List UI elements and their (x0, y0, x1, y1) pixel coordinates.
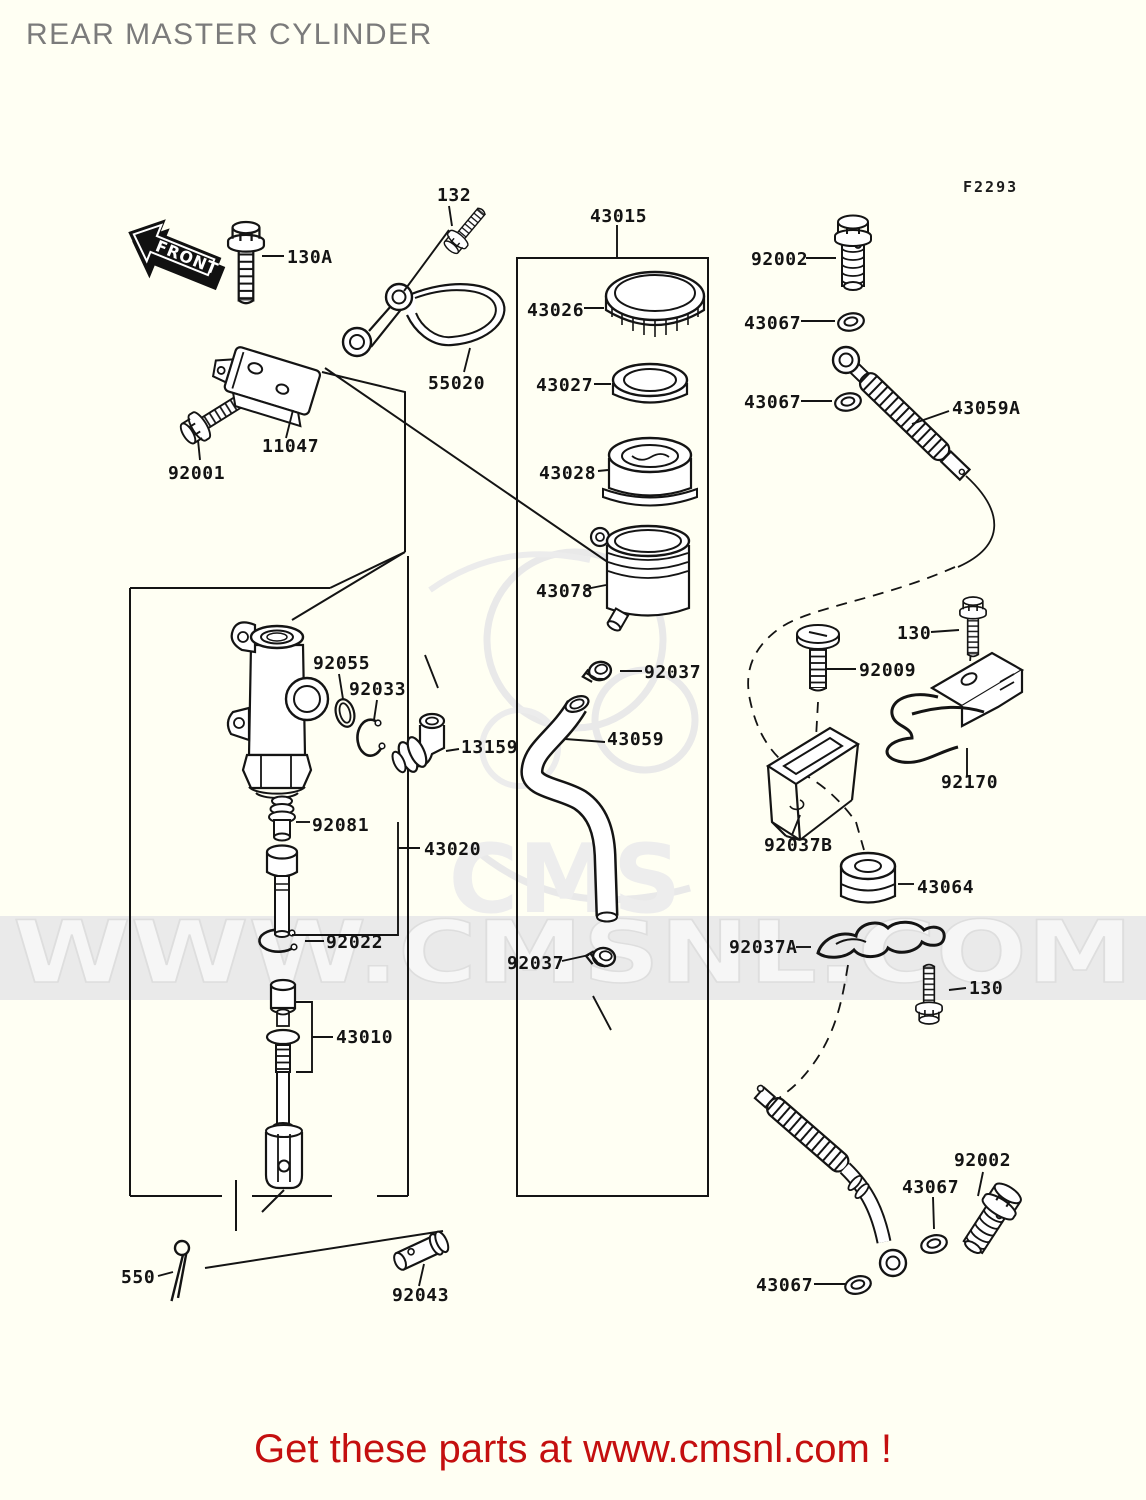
part-label-92001: 92001 (168, 463, 225, 484)
part-label-92037a: 92037A (729, 937, 798, 958)
hose-43059-drawing (520, 695, 619, 923)
part-label-92037-lower: 92037 (507, 953, 564, 974)
cap-43026-drawing (604, 270, 706, 337)
part-label-550: 550 (121, 1267, 155, 1288)
valve-43020-drawing (265, 844, 299, 938)
bracket-11047-drawing (211, 346, 322, 428)
part-label-92009: 92009 (859, 660, 916, 681)
part-label-43020: 43020 (424, 839, 481, 860)
part-label-43078: 43078 (536, 581, 593, 602)
bleeder-92081-drawing (268, 795, 296, 842)
holder-92037b-drawing (765, 726, 861, 841)
part-label-92170: 92170 (941, 772, 998, 793)
cylinder-group-box (129, 551, 409, 1197)
part-label-11047: 11047 (262, 436, 319, 457)
figure-code: F2293 (963, 178, 1018, 196)
part-label-43028: 43028 (539, 463, 596, 484)
bolt-130-upper-drawing (959, 596, 987, 658)
part-label-92055: 92055 (313, 653, 370, 674)
banjo-bolt-92002-top-drawing (834, 214, 872, 291)
front-direction-arrow: FRONT (128, 219, 226, 291)
clamp-92037-upper-drawing (579, 658, 614, 685)
part-label-92002-top: 92002 (751, 249, 808, 270)
bracket-130-drawing (929, 651, 1025, 728)
page-title: REAR MASTER CYLINDER (26, 18, 433, 51)
banjo-bolt-92002-bottom-drawing (954, 1177, 1028, 1262)
washer-43067-upper-mid-drawing (832, 389, 864, 415)
bolt-130a-drawing (226, 220, 266, 305)
reservoir-group-box (516, 257, 709, 1197)
part-label-92043: 92043 (392, 1285, 449, 1306)
elbow-13159-drawing (391, 712, 446, 774)
part-label-43067-top: 43067 (744, 313, 801, 334)
part-label-43015: 43015 (590, 206, 647, 227)
part-label-130a: 130A (287, 247, 333, 268)
part-labels: 130A 132 55020 11047 92001 43015 43026 4… (121, 185, 1021, 1306)
cms-watermark: CMS WWW.CMSNL.COM (0, 548, 1146, 1004)
part-label-43026: 43026 (527, 300, 584, 321)
clevis-pin-92043-drawing (393, 1230, 450, 1271)
lower-brake-hose-drawing (753, 1084, 908, 1278)
part-label-92037b: 92037B (764, 835, 833, 856)
plate-43027-drawing (611, 362, 689, 404)
washer-43067-bottom-mid-drawing (918, 1231, 950, 1257)
part-label-43010: 43010 (336, 1027, 393, 1048)
reservoir-43078-drawing (589, 524, 691, 632)
damper-43064-drawing (839, 851, 897, 904)
part-label-43027: 43027 (536, 375, 593, 396)
washer-43067-bottom-left-drawing (842, 1272, 874, 1298)
part-label-43059: 43059 (607, 729, 664, 750)
part-label-13159: 13159 (461, 737, 518, 758)
pushrod-43010-drawing (264, 978, 304, 1190)
part-label-43067-bottom-mid: 43067 (902, 1177, 959, 1198)
circlip-92033-drawing (356, 718, 386, 757)
group-leader-diagonals (291, 367, 613, 621)
master-cylinder-body-drawing (226, 621, 330, 799)
part-label-43067-upper-mid: 43067 (744, 392, 801, 413)
part-label-130-upper: 130 (897, 623, 931, 644)
cotter-pin-550-drawing (170, 1239, 191, 1302)
diaphragm-43028-drawing (602, 436, 698, 507)
part-label-92022: 92022 (326, 932, 383, 953)
part-label-92002-bottom: 92002 (954, 1150, 1011, 1171)
part-label-92037-upper: 92037 (644, 662, 701, 683)
part-label-43064: 43064 (917, 877, 974, 898)
watermark-band-text: WWW.CMSNL.COM (13, 903, 1133, 1003)
part-label-43067-bottom-left: 43067 (756, 1275, 813, 1296)
group-boxes (129, 257, 709, 1269)
leader-lines (157, 205, 984, 1287)
hose-43059a-drawing (831, 345, 996, 568)
washer-43067-top-drawing (835, 309, 867, 335)
part-label-130-lower: 130 (969, 978, 1003, 999)
lever-55020-drawing (341, 282, 506, 358)
part-label-92033: 92033 (349, 679, 406, 700)
footer-cta-text: Get these parts at www.cmsnl.com ! (254, 1427, 892, 1471)
screw-92009-drawing (796, 624, 840, 692)
oring-92055-drawing (334, 698, 356, 728)
bottom-leader-diagonals (204, 1180, 444, 1269)
wire-clip-92170-drawing (885, 693, 985, 764)
part-label-92081: 92081 (312, 815, 369, 836)
part-label-55020: 55020 (428, 373, 485, 394)
hook-clamp-92037a-drawing (816, 920, 946, 959)
part-label-43059a: 43059A (952, 398, 1021, 419)
part-label-132: 132 (437, 185, 471, 206)
